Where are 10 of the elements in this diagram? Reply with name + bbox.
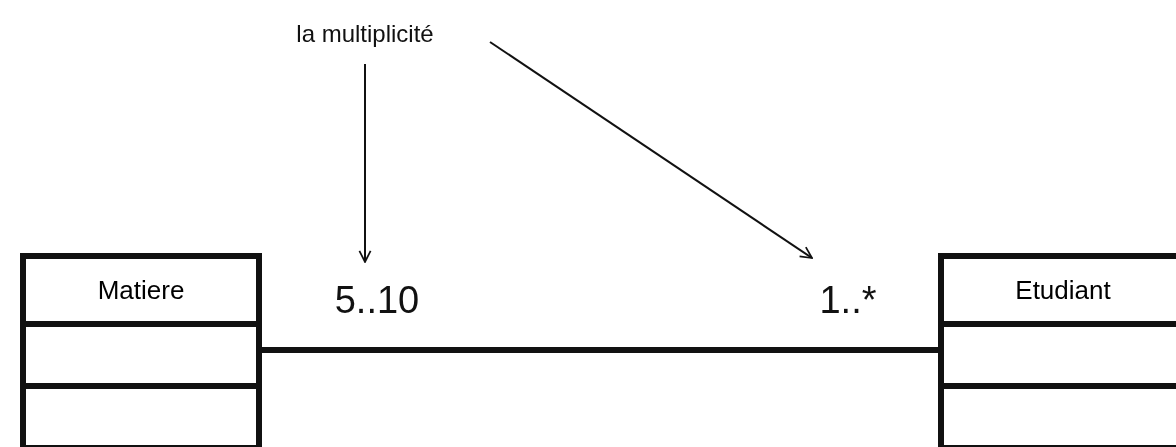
class-name: Matiere	[97, 274, 185, 306]
multiplicity-label: 1..*	[800, 272, 896, 328]
leader-arrow	[489, 41, 813, 259]
class-name: Etudiant	[1015, 274, 1111, 306]
class-box	[938, 253, 1176, 447]
annotation-text: la multiplicité	[255, 14, 475, 54]
leader-arrow	[358, 63, 372, 263]
multiplicity-label: 5..10	[322, 272, 432, 328]
class-box	[20, 253, 262, 447]
association-line	[262, 347, 938, 353]
